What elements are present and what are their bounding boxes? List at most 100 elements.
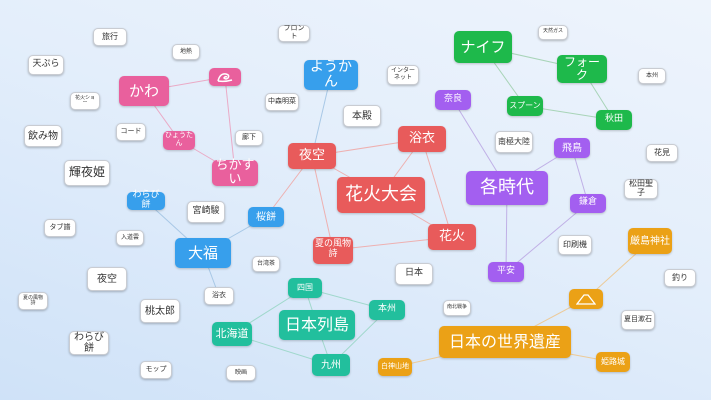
node-label: 白神山地 <box>381 362 409 371</box>
node-chikasui[interactable]: ちかすい <box>212 158 258 187</box>
edge-heian-kamakura <box>505 202 589 273</box>
node-w9[interactable]: 輝夜姫 <box>64 160 110 186</box>
node-label: 北海道 <box>215 326 249 340</box>
wave-icon <box>217 71 233 83</box>
node-w29[interactable]: 日本 <box>395 263 433 285</box>
node-honshu[interactable]: 本州 <box>369 300 405 320</box>
edge-wave-chikasui <box>224 76 236 174</box>
node-himeji[interactable]: 姫路城 <box>596 352 630 372</box>
node-spoon[interactable]: スプーン <box>507 96 543 116</box>
node-warabi_b[interactable]: わらび餅 <box>127 190 165 210</box>
node-label: 桃太郎 <box>145 305 175 317</box>
node-kawa[interactable]: かわ <box>119 76 169 106</box>
node-retto[interactable]: 日本列島 <box>279 310 355 340</box>
node-label: 姫路城 <box>601 356 625 366</box>
node-fubutsushi_r[interactable]: 夏の風物詩 <box>313 236 353 264</box>
node-fuji[interactable] <box>569 289 603 309</box>
node-w1[interactable]: 旅行 <box>93 28 127 46</box>
node-w31[interactable]: 印刷機 <box>558 235 592 255</box>
node-w2[interactable]: 地熱 <box>172 44 200 60</box>
node-w16[interactable]: 花見 <box>646 144 678 162</box>
node-knife[interactable]: ナイフ <box>454 31 512 63</box>
edge-yukata_r-hanabi <box>421 138 453 238</box>
node-w20[interactable]: 入道雲 <box>116 230 144 246</box>
node-daifuku[interactable]: 大福 <box>175 238 231 268</box>
node-label: 日本列島 <box>284 315 349 335</box>
node-asuka[interactable]: 飛鳥 <box>554 138 590 158</box>
node-label: 映画 <box>234 368 247 376</box>
node-w3[interactable]: フロント <box>278 24 310 42</box>
node-label: 夏の風物詩 <box>315 239 352 259</box>
node-w8[interactable]: 廊下 <box>235 130 263 146</box>
node-label: ようかん <box>310 58 352 90</box>
node-w33[interactable]: 夏目漱石 <box>621 310 655 330</box>
node-label: 中森明菜 <box>268 97 296 106</box>
node-hanabitaikai[interactable]: 花火大会 <box>337 177 425 213</box>
node-label: 花火ショー <box>74 94 95 106</box>
node-w12[interactable]: 本殿 <box>343 105 381 127</box>
node-label: 飲み物 <box>28 130 58 142</box>
node-yukata_r[interactable]: 浴衣 <box>398 126 446 152</box>
node-w11[interactable]: インターネット <box>387 65 419 85</box>
node-w21[interactable]: 台湾茶 <box>252 256 280 272</box>
node-label: 浴衣 <box>408 130 435 146</box>
node-label: ひょうたん <box>165 131 193 147</box>
node-sakura[interactable]: 桜餅 <box>248 207 284 227</box>
node-wave[interactable] <box>209 68 241 86</box>
node-w14[interactable]: 天然ガス <box>538 24 568 40</box>
node-kamakura[interactable]: 鎌倉 <box>570 193 606 213</box>
node-label: かわ <box>128 81 159 100</box>
node-label: 秋田 <box>604 114 623 125</box>
node-yokan[interactable]: ようかん <box>304 58 358 90</box>
node-isan[interactable]: 日本の世界遺産 <box>439 326 571 358</box>
node-label: 夏の風物詩 <box>22 294 43 306</box>
node-w27[interactable]: モップ <box>140 361 172 379</box>
node-w17[interactable]: 松田聖子 <box>624 179 658 199</box>
node-w24[interactable]: 桃太郎 <box>140 299 180 323</box>
node-label: 鎌倉 <box>578 197 597 208</box>
node-label: 南極大陸 <box>498 136 530 146</box>
node-w26[interactable]: わらび餅 <box>69 331 109 355</box>
node-shirakami[interactable]: 白神山地 <box>378 358 412 376</box>
node-w22[interactable]: 夜空 <box>87 267 127 291</box>
node-kakujidai[interactable]: 各時代 <box>466 171 548 205</box>
node-label: 天然ガス <box>542 28 563 35</box>
node-hokkaido[interactable]: 北海道 <box>212 322 252 346</box>
node-label: 日本 <box>404 268 423 279</box>
node-label: 飛鳥 <box>562 142 582 154</box>
node-label: 宮崎駿 <box>192 206 220 217</box>
node-label: 九州 <box>321 359 341 371</box>
node-w4[interactable]: 天ぷら <box>28 55 64 75</box>
node-label: 印刷機 <box>563 239 587 249</box>
node-w30[interactable]: 南北戦争 <box>443 300 471 316</box>
node-heian[interactable]: 平安 <box>488 262 524 282</box>
node-shikoku[interactable]: 四国 <box>288 278 322 298</box>
node-label: 花火 <box>438 228 465 244</box>
node-w25[interactable]: 浴衣 <box>204 287 234 305</box>
node-label: わらび餅 <box>74 332 104 354</box>
edge-yozora_r-fubutsushi_r <box>311 155 334 251</box>
node-fork[interactable]: フォーク <box>557 55 607 83</box>
node-w13[interactable]: 南極大陸 <box>495 131 533 153</box>
node-w23[interactable]: 夏の風物詩 <box>18 292 48 310</box>
node-nara[interactable]: 奈良 <box>435 90 471 110</box>
node-w6[interactable]: コード <box>116 123 146 141</box>
node-label: 輝夜姫 <box>68 165 105 180</box>
node-w7[interactable]: 飲み物 <box>24 125 62 147</box>
node-w19[interactable]: タブ譜 <box>44 219 76 237</box>
node-w28[interactable]: 映画 <box>226 365 256 381</box>
node-w5[interactable]: 花火ショー <box>70 92 100 110</box>
node-label: 松田聖子 <box>629 179 653 197</box>
node-itsukushima[interactable]: 厳島神社 <box>628 228 672 254</box>
node-w15[interactable]: 本州 <box>638 68 666 84</box>
node-yozora_r[interactable]: 夜空 <box>288 143 336 169</box>
node-w18[interactable]: 宮崎駿 <box>187 201 225 223</box>
node-akita[interactable]: 秋田 <box>596 110 632 130</box>
node-hanabi[interactable]: 花火 <box>428 224 476 250</box>
node-w32[interactable]: 釣り <box>664 269 696 287</box>
node-kyushu[interactable]: 九州 <box>312 354 350 376</box>
node-label: 夏目漱石 <box>624 315 652 324</box>
node-hyotan[interactable]: ひょうたん <box>163 130 195 150</box>
node-w10[interactable]: 中森明菜 <box>265 93 299 111</box>
node-label: フォーク <box>563 54 600 82</box>
